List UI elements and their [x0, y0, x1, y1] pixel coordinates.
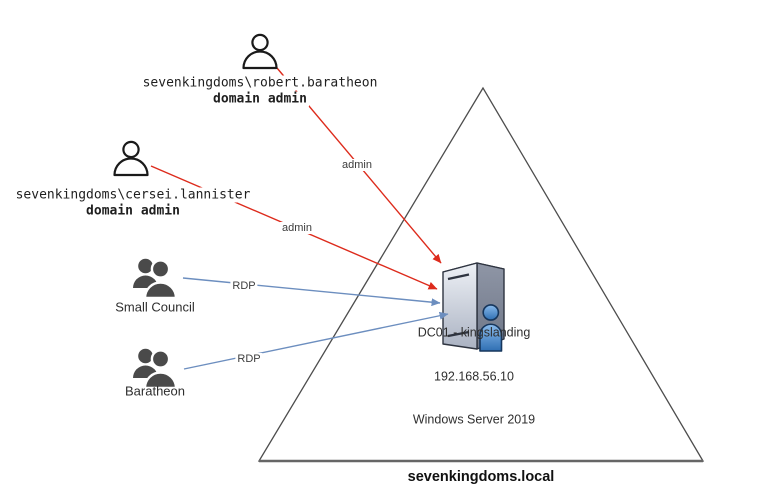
- edge-rdp-small-council: [182, 277, 441, 307]
- user-icon-robert: [242, 33, 278, 70]
- domain-triangle: [257, 86, 705, 463]
- group-icon-small-council: [133, 258, 178, 300]
- edge-rdp-baratheon: [183, 311, 449, 370]
- user-label-cersei-role: domain admin: [84, 203, 182, 219]
- user-label-cersei-account: sevenkingdoms\cersei.lannister: [13, 187, 253, 203]
- user-icon-cersei: [113, 140, 149, 177]
- group-icon-baratheon: [133, 348, 178, 390]
- group-label-small-council: Small Council: [115, 299, 195, 315]
- user-label-robert-role: domain admin: [211, 91, 309, 107]
- edge-label-admin-cersei: admin: [280, 222, 314, 234]
- server-label-block: DC01 - kingslanding 192.168.56.10 Window…: [413, 296, 535, 456]
- server-icon-dc01: [442, 262, 505, 352]
- edge-label-rdp-small-council: RDP: [230, 280, 258, 292]
- edge-label-admin-robert: admin: [340, 159, 374, 171]
- domain-name-label: sevenkingdoms.local: [407, 469, 555, 485]
- server-ip-label: 192.168.56.10: [434, 368, 514, 383]
- edge-label-rdp-baratheon: RDP: [235, 353, 263, 365]
- group-label-baratheon: Baratheon: [125, 383, 185, 399]
- server-os-label: Windows Server 2019: [412, 412, 536, 427]
- server-user-icon: [479, 304, 503, 352]
- user-label-robert-account: sevenkingdoms\robert.baratheon: [140, 75, 380, 91]
- server-name-label: DC01 - kingslanding: [417, 325, 531, 340]
